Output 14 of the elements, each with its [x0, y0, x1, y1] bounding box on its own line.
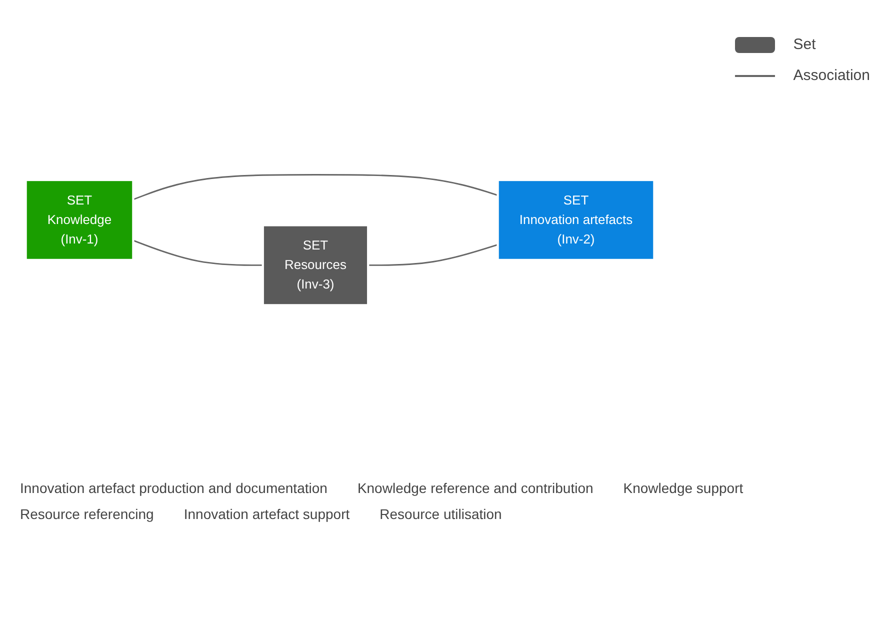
- connector: [132, 240, 263, 266]
- relation-label: Knowledge support: [623, 480, 744, 496]
- connector: [132, 174, 498, 200]
- connector: [368, 244, 498, 266]
- relation-label: Resource utilisation: [380, 506, 502, 522]
- relation-label: Resource referencing: [20, 506, 154, 522]
- node-box: SET Innovation artefacts (Inv-2): [496, 178, 656, 262]
- legend-text: Association: [793, 67, 870, 84]
- relation-label: Knowledge reference and contribution: [357, 480, 594, 496]
- node-box: SET Resources (Inv-3): [262, 224, 370, 306]
- node-box: SET Knowledge (Inv-1): [24, 178, 134, 262]
- relation-label: Innovation artefact production and documentation: [20, 480, 328, 496]
- legend-text: Set: [793, 36, 816, 53]
- relation-label: Innovation artefact support: [184, 506, 350, 522]
